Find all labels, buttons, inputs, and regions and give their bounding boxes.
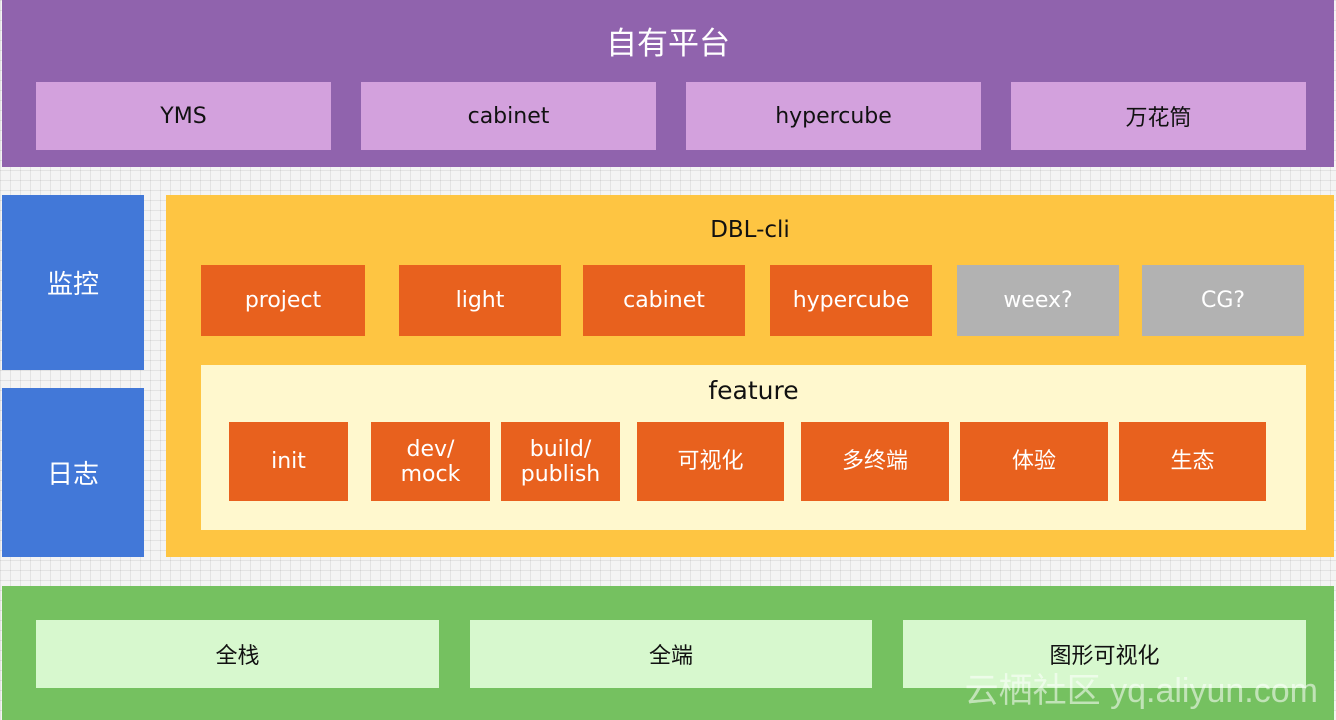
feature-title: feature	[708, 375, 799, 405]
platform-item-cabinet: cabinet	[361, 82, 656, 150]
cli-item-hypercube: hypercube	[770, 265, 932, 336]
platform-title: 自有平台	[606, 25, 730, 62]
platform-item-kaleidoscope: 万花筒	[1011, 82, 1306, 150]
watermark: 云栖社区 yq.aliyun.com	[964, 671, 1318, 710]
foundation-item-graphics-visualization: 图形可视化	[903, 620, 1306, 688]
log-box: 日志	[2, 388, 144, 557]
cli-item-project: project	[201, 265, 365, 336]
feature-item-multi-terminal: 多终端	[801, 422, 949, 501]
cli-title: DBL-cli	[710, 217, 790, 243]
feature-item-experience: 体验	[960, 422, 1108, 501]
cli-item-light: light	[399, 265, 561, 336]
cli-item-cabinet: cabinet	[583, 265, 745, 336]
platform-item-yms: YMS	[36, 82, 331, 150]
feature-item-ecosystem: 生态	[1119, 422, 1266, 501]
feature-item-build-publish: build/ publish	[501, 422, 620, 501]
monitor-box: 监控	[2, 195, 144, 370]
feature-item-init: init	[229, 422, 348, 501]
cli-item-weex: weex?	[957, 265, 1119, 336]
foundation-item-fullstack: 全栈	[36, 620, 439, 688]
foundation-item-all-terminals: 全端	[470, 620, 872, 688]
cli-item-cg: CG?	[1142, 265, 1304, 336]
feature-item-dev-mock: dev/ mock	[371, 422, 490, 501]
platform-item-hypercube: hypercube	[686, 82, 981, 150]
feature-item-visualization: 可视化	[637, 422, 784, 501]
